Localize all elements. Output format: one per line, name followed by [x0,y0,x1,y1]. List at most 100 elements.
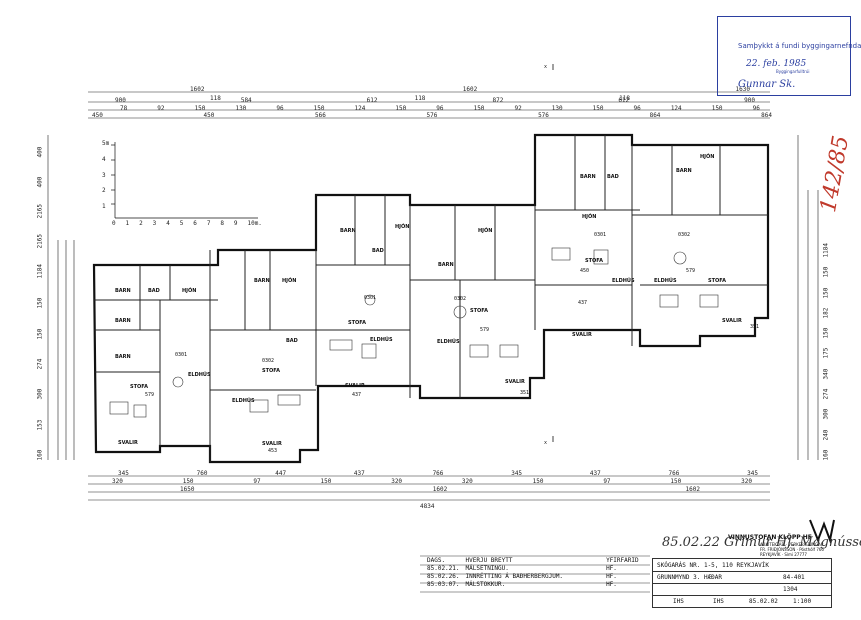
dim-text: 150 [822,327,830,339]
dim-text: 150 [822,266,830,278]
room-label: BARN [115,318,131,324]
room-label: 0302 [262,358,274,364]
room-label: SVALIR [118,440,138,446]
dim-text: 345 [747,470,758,477]
dim-text: 10m. [247,220,262,227]
dim-text: 150 [182,478,194,485]
room-label: ELDHÚS [370,336,393,343]
dim-text: 872 [492,97,504,104]
approval-stamp: Samþykkt á fundi byggingarnefndar 22. fe… [717,16,861,96]
dim-text: 400 [36,146,44,158]
room-label: BARN [438,262,454,268]
dim-text: 1184 [36,264,44,279]
dim-text: 4 [102,155,106,163]
drawn-by: IHS [673,598,684,605]
dim-text: 5m [102,140,110,147]
dim-text: 6 [193,220,197,227]
room-label: BARN [115,288,131,294]
drawing-scale: 1:100 [793,598,812,605]
revision-header: DAGS. HVERJU BREYTT YFIRFARID [424,556,642,564]
room-label: ELDHÚS [188,371,211,378]
drawing-date: 85.02.02 [749,598,778,605]
room-label: 579 [145,392,154,398]
building-walls [92,133,770,464]
sheet-title: GRUNNMYND 3. HÆÐAR [657,574,723,581]
stamp-text: Samþykkt á fundi byggingarnefndar [738,42,861,50]
room-label: 0302 [454,296,466,302]
rev-date: 85.02.21. [427,564,460,572]
dim-text: 612 [366,97,378,104]
room-label: STOFA [585,258,603,264]
dim-text: 118 [210,95,221,102]
drawing-number: 1304 [783,586,798,593]
dim-text: 4834 [420,503,435,510]
room-label: 0301 [175,352,187,358]
room-label: BAD [148,288,160,294]
dim-text: 1650 [180,486,195,493]
rev-by: HF. [606,580,617,588]
dim-text: 340 [822,368,830,380]
rev-date: 85.03.07. [427,580,460,588]
bottom-dim-row4: 4834 [420,493,434,512]
sheet-number: 84-401 [783,574,805,581]
dim-text: 78 [120,105,128,112]
room-label: 351 [750,324,759,330]
room-label: SVALIR [722,318,742,324]
room-label: SVALIR [505,379,525,385]
room-label: BARN [115,354,131,360]
dim-text: 118 [619,95,630,102]
dim-text: 175 [822,348,830,359]
rev-what: MÁLSTOKKUR. [465,580,506,588]
room-label: 579 [686,268,695,274]
room-label: 450 [580,268,589,274]
room-label: STOFA [130,384,148,390]
interior-walls [94,135,768,462]
dim-text: 320 [461,478,473,485]
dim-text: 864 [761,112,772,119]
dim-text: 150 [711,105,723,112]
room-label: SVALIR [572,332,592,338]
room-label: 351 [520,390,529,396]
dim-text: 300 [822,409,830,420]
room-label: HJÓN [582,213,596,220]
dim-text: 766 [432,470,444,477]
dim-text: 150 [395,105,407,112]
dim-text: 97 [253,478,261,485]
rev-what: MÁLSETNINGU. [465,564,509,572]
checked-by: IHS [713,598,724,605]
room-label: ELDHÚS [232,397,255,404]
dim-text: 153 [36,419,44,431]
dim-text: 345 [118,470,129,477]
dim-text: 124 [354,105,366,112]
room-label: BAD [286,338,298,344]
dim-text: 576 [538,112,549,119]
dim-text: 584 [240,97,252,104]
dim-text: 1602 [462,86,478,93]
dim-text: 1184 [822,243,830,258]
room-label: BARN [676,168,692,174]
room-label: BARN [254,278,270,284]
dim-text: 864 [649,112,661,119]
title-block: SKÓGARÁS NR. 1-5, 110 REYKJAVÍK GRUNNMYN… [652,558,832,608]
dim-text: 1602 [190,86,205,93]
furniture [109,247,719,418]
dim-text: 320 [391,478,403,485]
dim-text: 576 [426,112,438,119]
room-label: 579 [480,327,489,333]
dim-text: 2 [139,220,143,227]
dim-text: 2 [102,187,106,195]
dim-text: 160 [36,449,44,461]
dim-text: 320 [741,478,752,485]
room-label: HJÓN [282,277,296,284]
dim-text: 150 [473,105,485,112]
dim-text: 96 [752,105,760,112]
dim-text: 130 [551,105,563,112]
dim-text: 437 [589,470,601,477]
dim-text: 0 [112,220,116,227]
